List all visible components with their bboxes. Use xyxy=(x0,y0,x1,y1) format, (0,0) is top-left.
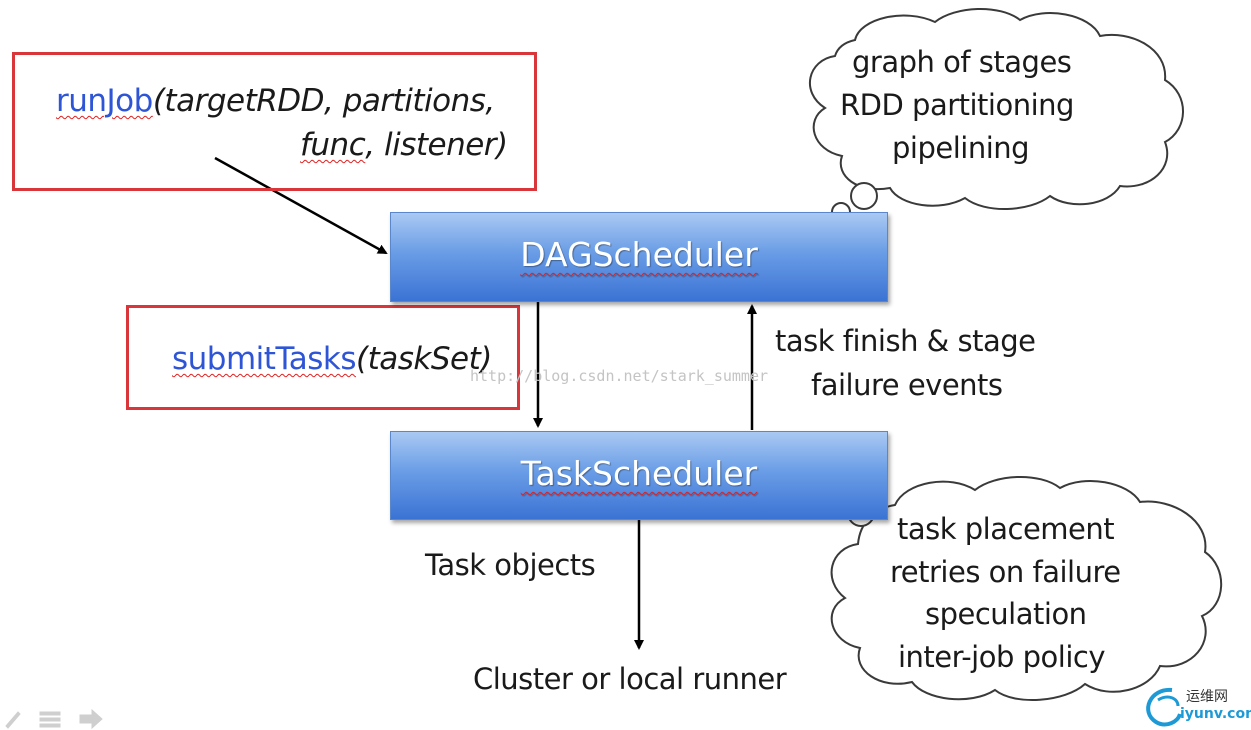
dag-scheduler-label: DAGScheduler xyxy=(520,235,758,274)
task-thought-line-2: retries on failure xyxy=(890,555,1121,589)
arrow-right-icon xyxy=(79,708,103,730)
runjob-box xyxy=(12,52,537,191)
dag-thought-line-3: pipelining xyxy=(892,131,1030,165)
site-logo-mark xyxy=(1146,687,1182,727)
runjob-args-line1: (targetRDD, partitions, xyxy=(152,83,495,119)
task-thought-line-1: task placement xyxy=(897,512,1115,546)
task-objects-label: Task objects xyxy=(425,548,596,582)
feedback-label-line-2: failure events xyxy=(811,368,1003,402)
submittasks-function-name: submitTasks xyxy=(172,341,357,377)
slide-nav-icons xyxy=(5,708,103,730)
task-thought-line-4: inter-job policy xyxy=(898,640,1105,674)
dag-thought-line-1: graph of stages xyxy=(852,45,1072,79)
dag-scheduler-box: DAGScheduler xyxy=(390,212,888,302)
task-scheduler-box: TaskScheduler xyxy=(390,431,888,520)
runjob-function-name: runJob xyxy=(56,83,153,119)
site-logo-cn: 运维网 xyxy=(1186,689,1228,705)
task-thought-line-3: speculation xyxy=(925,597,1087,631)
runjob-line2: func, listener) xyxy=(300,127,508,163)
submittasks-box xyxy=(126,305,520,410)
pen-icon xyxy=(5,711,21,729)
thought-bubble-large xyxy=(850,182,878,210)
runjob-func-arg: func xyxy=(300,127,366,163)
submittasks-text: submitTasks(taskSet) xyxy=(172,341,492,377)
runner-label: Cluster or local runner xyxy=(473,662,787,696)
submittasks-args: (taskSet) xyxy=(356,341,492,377)
task-scheduler-label: TaskScheduler xyxy=(520,454,758,493)
menu-icon xyxy=(39,711,61,728)
watermark-text: http://blog.csdn.net/stark_summer xyxy=(470,367,769,385)
arrow-runjob-to-dag xyxy=(214,156,388,255)
site-logo-url: iyunv.com xyxy=(1180,706,1251,722)
dag-thought-line-2: RDD partitioning xyxy=(840,88,1074,122)
feedback-label-line-1: task finish & stage xyxy=(775,324,1036,358)
runjob-line1: runJob(targetRDD, partitions, xyxy=(56,83,495,119)
runjob-args-line2: , listener) xyxy=(365,127,508,163)
